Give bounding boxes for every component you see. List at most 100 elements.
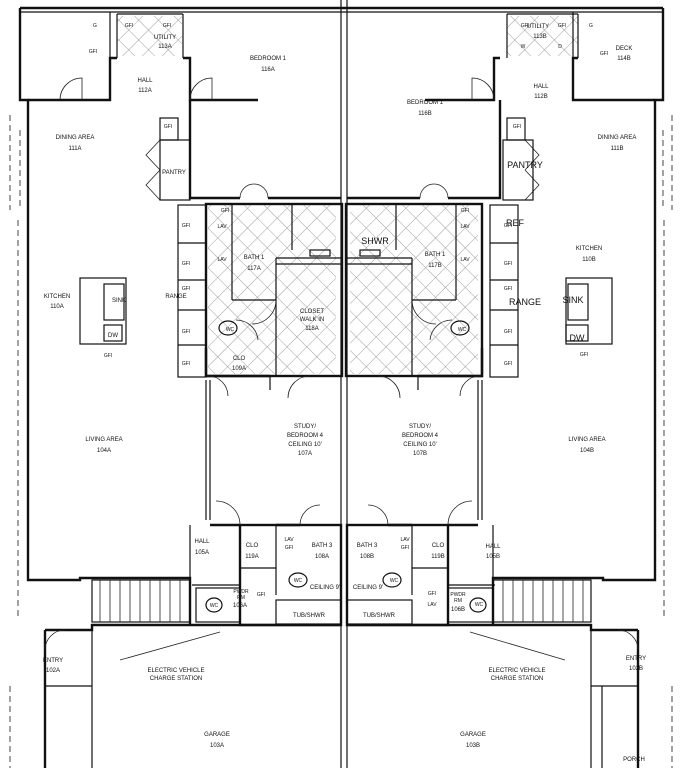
room-label-pwdr-b-l1: PWDR — [450, 592, 466, 598]
label-sink-a: SINK — [112, 298, 126, 304]
room-label-clo-119b: CLO — [432, 543, 445, 549]
room-label-closet-line2: WALK IN — [300, 317, 324, 323]
gfi-label: GFI — [182, 261, 190, 267]
room-number-hall-105a: 105A — [195, 550, 209, 556]
gfi-label: GFI — [558, 23, 566, 29]
gfi-label: GFI — [504, 329, 512, 335]
room-label-dining-b: DINING AREA — [598, 135, 637, 141]
room-label-entry-a: ENTRY — [43, 658, 63, 664]
wc-label: WC — [226, 327, 235, 333]
label-ev-b-l2: CHARGE STATION — [491, 676, 543, 682]
gfi-label: GFI — [401, 545, 409, 551]
room-label-clo-109a: CLO — [233, 356, 246, 362]
study-walls — [204, 348, 484, 527]
party-wall — [340, 0, 348, 768]
room-number-clo-119b: 119B — [431, 554, 445, 560]
room-number-clo-119a: 119A — [245, 554, 259, 560]
room-label-study-b-l2: BEDROOM 4 — [402, 433, 439, 439]
room-label-living-a: LIVING AREA — [85, 437, 122, 443]
gfi-label: GFI — [428, 591, 436, 597]
gfi-label: GFI — [461, 208, 469, 214]
label-ev-b-l1: ELECTRIC VEHICLE — [488, 668, 545, 674]
room-label-bath1-b: BATH 1 — [425, 252, 446, 258]
pantry-doors — [145, 139, 540, 201]
room-number-study-a: 107A — [298, 451, 312, 457]
room-number-garage-a: 103A — [210, 743, 224, 749]
label-tub-b: TUB/SHWR — [363, 613, 396, 619]
gfi-label: GFI — [504, 361, 512, 367]
gfi-label: GFI — [182, 361, 190, 367]
room-label-utility-b: UTILITY — [527, 24, 549, 30]
gfi-label: GFI — [600, 51, 608, 57]
lav-label: LAV — [460, 224, 470, 230]
gfi-label: GFI — [513, 124, 521, 130]
room-number-bedroom1-a: 116A — [261, 67, 275, 73]
room-number-hall-105b: 105B — [486, 554, 500, 560]
gfi-label: GFI — [125, 23, 133, 29]
label-dw-a: DW — [108, 333, 118, 339]
room-number-bedroom1-b: 116B — [418, 111, 432, 117]
g-label: G — [93, 23, 97, 29]
room-number-closet: 118A — [305, 326, 319, 332]
room-number-utility-a: 113A — [158, 44, 172, 50]
room-label-living-b: LIVING AREA — [568, 437, 605, 443]
room-label-clo-119a: CLO — [246, 543, 259, 549]
room-label-pwdr-b-l2: RM — [454, 598, 462, 604]
gfi-label: GFI — [221, 208, 229, 214]
gfi-label: GFI — [182, 286, 190, 292]
label-dw-b: DW — [570, 333, 585, 343]
gfi-label: GFI — [182, 223, 190, 229]
room-number-pwdr-b: 106B — [451, 607, 465, 613]
gfi-label: GFI — [163, 23, 171, 29]
bedroom-walls — [188, 100, 502, 200]
room-label-porch: PORCH — [623, 757, 645, 763]
room-number-entry-a: 102A — [46, 668, 60, 674]
room-number-garage-b: 103B — [466, 743, 480, 749]
room-label-pwdr-a-l1: PWDR — [233, 589, 249, 595]
room-label-dining-a: DINING AREA — [56, 135, 95, 141]
room-label-pwdr-a-l2: RM — [237, 595, 245, 601]
room-label-entry-b: ENTRY — [626, 656, 646, 662]
room-number-living-a: 104A — [97, 448, 111, 454]
garage-walls — [9, 623, 673, 768]
lav-label: LAV — [427, 602, 437, 608]
label-range-b: RANGE — [509, 297, 541, 307]
room-number-hall-112a: 112A — [138, 88, 152, 94]
room-number-kitchen-b: 110B — [582, 257, 596, 263]
gfi-label: GFI — [257, 592, 265, 598]
gfi-label: GFI — [504, 223, 512, 229]
wc-label: WC — [210, 603, 219, 609]
lav-label: LAV — [217, 224, 227, 230]
gfi-label: GFI — [580, 352, 588, 358]
room-label-study-b-l3: CEILING 10' — [403, 442, 437, 448]
room-number-dining-b: 111B — [610, 146, 623, 152]
room-number-utility-b: 113B — [533, 34, 547, 40]
room-label-closet-line1: CLOSET — [300, 309, 324, 315]
lower-baths — [189, 523, 495, 627]
room-label-bath1-a: BATH 1 — [244, 255, 265, 261]
room-label-shwr: SHWR — [361, 236, 389, 246]
room-label-kitchen-b: KITCHEN — [576, 246, 602, 252]
room-label-study-b-l1: STUDY/ — [409, 424, 431, 430]
room-label-utility-a: UTILITY — [154, 35, 176, 41]
room-number-entry-b: 102B — [629, 666, 643, 672]
room-label-hall-105a: HALL — [194, 539, 210, 545]
room-label-deck: DECK — [616, 46, 633, 52]
room-number-hall-112b: 112B — [534, 94, 548, 100]
kitchen-cabinets — [79, 117, 613, 378]
room-label-garage-b: GARAGE — [460, 732, 486, 738]
room-label-pantry-a: PANTRY — [162, 170, 186, 176]
wc-label: WC — [458, 327, 467, 333]
gfi-label: GFI — [104, 353, 112, 359]
fixture-labels: GFI GFI GFI G G W D GFI GFI GFI GFI GFI … — [89, 23, 608, 609]
room-number-dining-a: 111A — [68, 146, 81, 152]
room-number-pwdr-a: 106A — [233, 603, 247, 609]
toilets — [205, 320, 487, 613]
room-label-study-a-l2: BEDROOM 4 — [287, 433, 324, 439]
door-swings — [44, 77, 639, 651]
w-label: W — [521, 44, 526, 50]
label-sink-b: SINK — [562, 295, 583, 305]
room-label-ref-b: REF — [506, 218, 525, 228]
gfi-label: GFI — [164, 124, 172, 130]
label-tub-a: TUB/SHWR — [293, 613, 326, 619]
